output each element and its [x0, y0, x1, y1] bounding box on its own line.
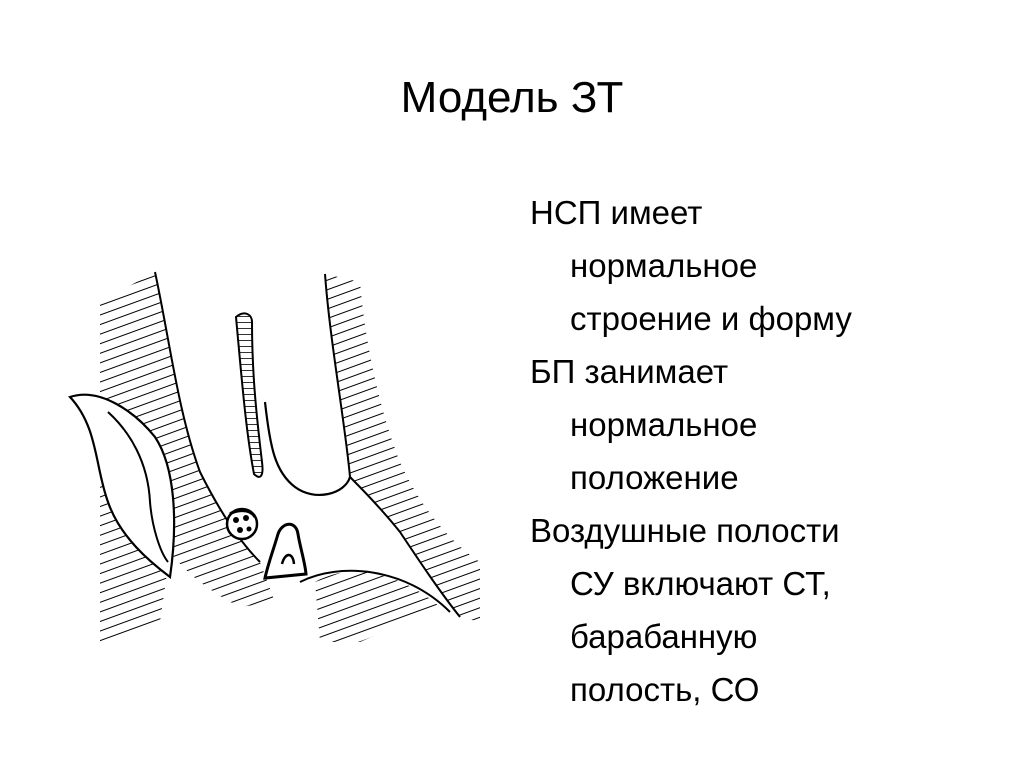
- bullet-line: НСП имеет: [530, 194, 703, 231]
- bullet-item: БП занимает нормальное положение: [530, 345, 1010, 504]
- bullet-line: СУ включают СТ,: [570, 565, 831, 602]
- bullet-line: БП занимает: [530, 353, 729, 390]
- nodule: [225, 507, 259, 541]
- page-title: Модель ЗТ: [400, 73, 624, 122]
- bullet-line: барабанную: [570, 618, 758, 655]
- lens-cavity: [68, 393, 176, 579]
- elongated-structure: [234, 312, 264, 478]
- u-duct: [263, 401, 352, 496]
- bullet-line: положение: [570, 459, 739, 496]
- bullet-list: НСП имеет нормальное строение и форму БП…: [530, 186, 1010, 716]
- right-bone-wall: [325, 274, 480, 622]
- anatomy-sketch: [68, 271, 480, 642]
- ossicle: [263, 522, 308, 580]
- bullet-line: Воздушные полости: [530, 512, 840, 549]
- bullet-line: полость, СО: [570, 671, 760, 708]
- bullet-line: нормальное: [570, 406, 758, 443]
- bullet-line: нормальное: [570, 247, 758, 284]
- bullet-line: строение и форму: [570, 300, 852, 337]
- bullet-item: НСП имеет нормальное строение и форму: [530, 186, 1010, 345]
- lower-dome: [315, 571, 440, 642]
- bullet-item: Воздушные полости СУ включают СТ, бараба…: [530, 504, 1010, 716]
